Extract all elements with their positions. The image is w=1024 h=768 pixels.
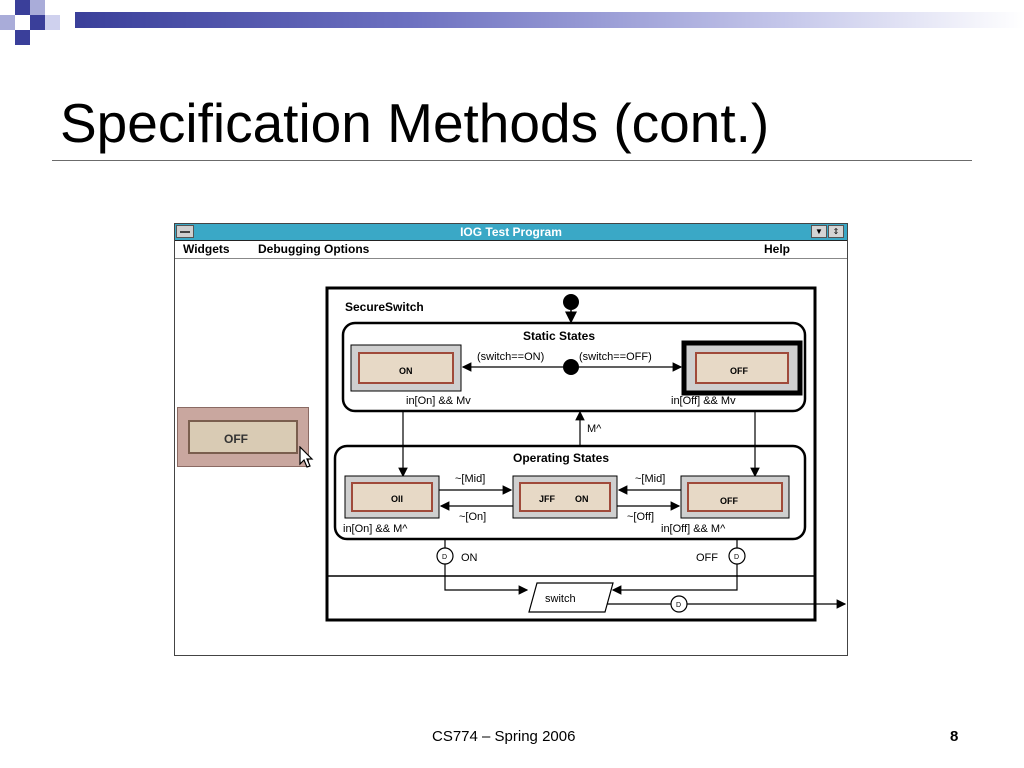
label-off-event: OFF [696,552,718,564]
svg-text:D: D [442,554,447,561]
svg-text:D: D [676,602,681,609]
label-on-event: ON [461,552,478,564]
label-mid-guard-1: ~[Mid] [455,473,485,485]
label-off-guard: ~[Off] [627,511,654,523]
minimize-button[interactable]: ▼ [811,225,827,238]
header-gradient-bar [75,12,1024,28]
corner-decoration [0,0,60,45]
page-number: 8 [950,728,959,745]
secureswitch-box [325,286,817,622]
label-in-off-mv: in[Off] && Mv [671,395,736,407]
statechart-diagram: SecureSwitch Static States ON OFF (switc… [325,286,847,622]
label-m-up: M^ [587,423,602,435]
menu-debugging-options[interactable]: Debugging Options [258,242,370,256]
label-on-guard: ~[On] [459,511,486,523]
operating-states-box [333,444,807,541]
window-title-bar[interactable]: IOG Test Program ▼ ⇕ [175,224,847,241]
menu-widgets[interactable]: Widgets [183,242,230,256]
slide-footer: CS774 – Spring 2006 [432,728,576,745]
off-switch-widget[interactable]: OFF [177,407,309,467]
operating-off-label: OFF [720,496,738,506]
title-divider [52,160,972,161]
label-in-on-m-up: in[On] && M^ [343,523,408,535]
menu-bar: Widgets Debugging Options Help [175,241,847,259]
operating-mid-left-label: JFF [539,494,556,504]
static-on-label: ON [399,366,413,376]
secureswitch-label: SecureSwitch [345,300,424,314]
label-in-on-mv: in[On] && Mv [406,395,471,407]
window-title: IOG Test Program [460,225,562,239]
guard-switch-off: (switch==OFF) [579,351,652,363]
off-switch-label: OFF [224,432,248,446]
system-menu-button[interactable] [176,225,194,238]
initial-state-dot [563,294,579,310]
static-states-label: Static States [523,329,595,343]
off-switch-face [188,420,298,454]
menu-help[interactable]: Help [764,242,791,256]
operating-states-label: Operating States [513,451,609,465]
switch-datastore-label: switch [545,593,576,605]
operating-mid-right-label: ON [575,494,589,504]
guard-switch-on: (switch==ON) [477,351,544,363]
operating-on-label: OII [391,494,403,504]
svg-text:D: D [734,554,739,561]
static-off-label: OFF [730,366,748,376]
restore-button[interactable]: ⇕ [828,225,844,238]
static-states-box [341,321,807,413]
mouse-pointer-icon [299,446,314,468]
app-window: IOG Test Program ▼ ⇕ Widgets Debugging O… [174,223,848,656]
label-in-off-m-up: in[Off] && M^ [661,523,726,535]
slide-title: Specification Methods (cont.) [60,92,770,154]
switch-datastore [528,582,614,613]
static-initial-dot [563,359,579,375]
label-mid-guard-2: ~[Mid] [635,473,665,485]
